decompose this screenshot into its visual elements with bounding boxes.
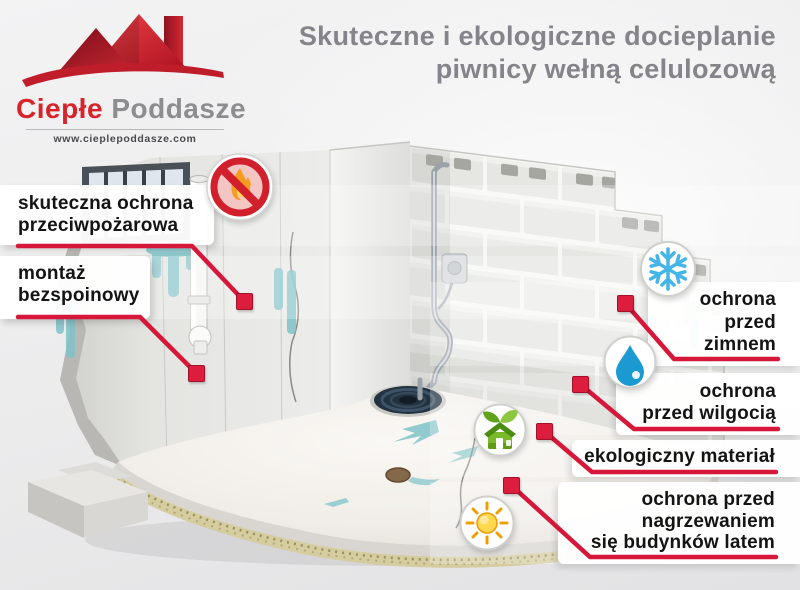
wall-crack (289, 231, 300, 403)
footing-block (28, 462, 148, 538)
label-line: skuteczna ochrona (18, 193, 194, 214)
sun-icon (459, 495, 515, 551)
roof-logo-icon (22, 14, 224, 87)
floor-details (324, 420, 478, 529)
no-open-fire-icon (204, 151, 276, 223)
title-line-1: Skuteczne i ekologiczne docieplanie (298, 21, 776, 51)
label-moisture-protection: ochrona przed wilgocią (642, 381, 776, 424)
marker-eco (536, 423, 553, 440)
label-seamless-install: montaż bezspoinowy (18, 263, 140, 306)
brand-logo: Ciepłe Poddasze www.cieplepoddasze.com (16, 6, 246, 145)
snowflake-icon (639, 240, 697, 298)
label-line: się budynków latem (590, 532, 775, 553)
brand-divider (26, 129, 224, 130)
title-line-2: piwnicy wełną celulozową (435, 54, 776, 84)
brand-name-secondary: Poddasze (111, 93, 247, 124)
label-line: montaż (18, 263, 86, 284)
brand-name-primary: Ciepłe (16, 93, 104, 124)
label-line: przeciwpożarowa (18, 214, 179, 236)
label-line: przed (724, 311, 776, 333)
label-summer-heat-protection: ochrona przed nagrzewaniem się budynków … (591, 489, 775, 554)
brand-website: www.cieplepoddasze.com (53, 133, 197, 145)
label-eco-material: ekologiczny materiał (584, 446, 775, 468)
label-cold-protection: ochrona przed zimnem (700, 289, 776, 357)
brand-name: Ciepłe Poddasze (16, 93, 246, 125)
label-line: zimnem (704, 334, 776, 355)
sump-pit (370, 377, 446, 417)
label-plate (0, 185, 214, 245)
label-line: ochrona (699, 381, 776, 402)
marker-summer (503, 477, 520, 494)
page-title: Skuteczne i ekologiczne docieplanie piwn… (299, 20, 776, 86)
label-line: bezspoinowy (18, 284, 140, 306)
floor-drain (385, 467, 411, 483)
marker-fire (236, 293, 253, 310)
corner-pillar (329, 141, 411, 442)
eco-house-icon (473, 403, 527, 457)
label-line: ochrona (699, 289, 776, 310)
label-line: ekologiczny materiał (584, 446, 775, 467)
label-fire-protection: skuteczna ochrona przeciwpożarowa (18, 193, 194, 236)
sump-conduit (418, 162, 468, 399)
marker-seamless (188, 365, 205, 382)
label-line: ochrona przed (641, 489, 775, 510)
marker-moisture (572, 376, 589, 393)
label-line: przed wilgocią (642, 402, 776, 424)
label-line: nagrzewaniem (641, 510, 775, 532)
marker-cold (617, 295, 634, 312)
water-drop-icon (603, 335, 657, 389)
